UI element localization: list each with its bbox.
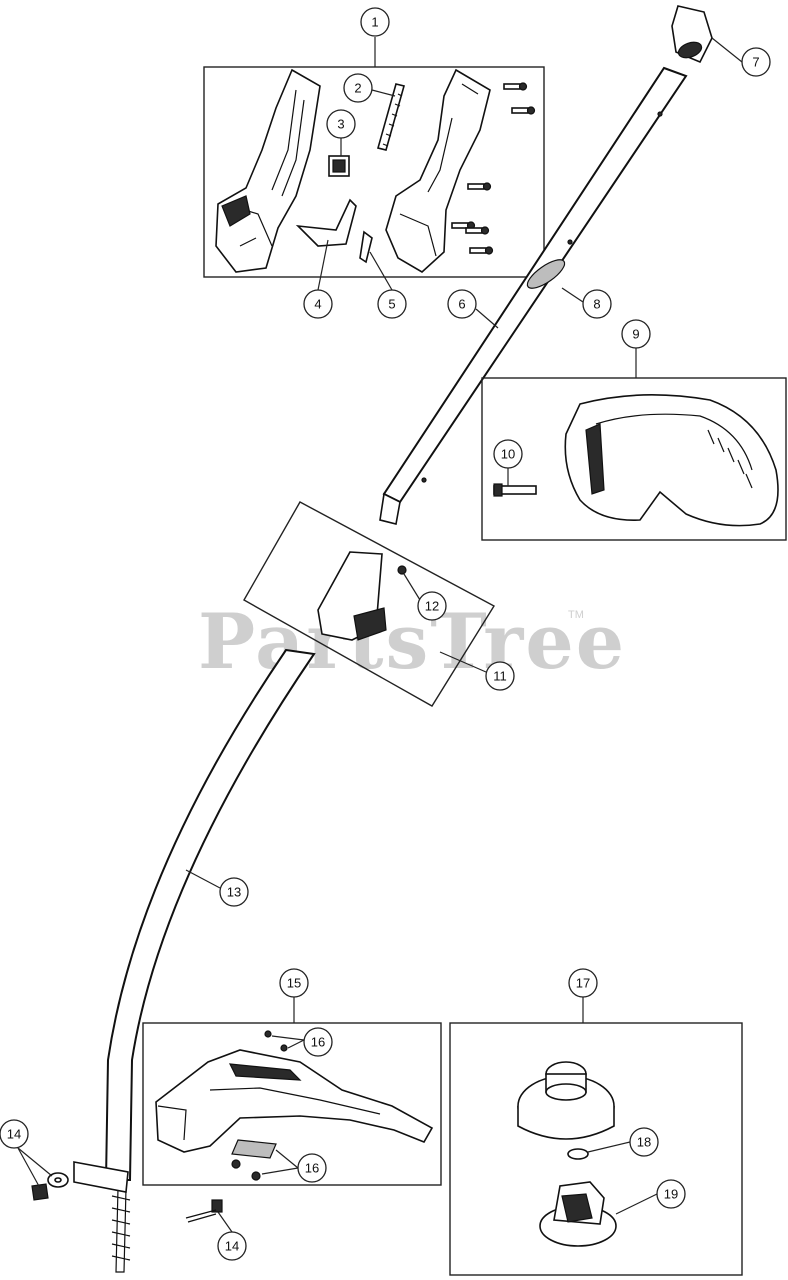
svg-text:2: 2	[354, 81, 361, 96]
svg-text:19: 19	[664, 1187, 678, 1202]
callout-10: 10	[493, 439, 523, 469]
svg-text:14: 14	[225, 1239, 239, 1254]
callout-3: 3	[326, 109, 356, 139]
nut	[31, 1183, 49, 1201]
callout-13: 13	[219, 877, 249, 907]
svg-text:5: 5	[388, 297, 395, 312]
callout-7: 7	[741, 47, 771, 77]
lower-shaft	[104, 648, 316, 1181]
watermark-text: PartsTree	[198, 597, 626, 686]
housing-assembly-group	[203, 66, 545, 278]
trigger-pin	[359, 230, 373, 264]
guard-screw-lower-a	[231, 1159, 241, 1169]
upper-shaft-group	[379, 5, 713, 525]
shaft-clamp	[73, 1161, 129, 1193]
svg-text:16: 16	[311, 1035, 325, 1050]
svg-text:16: 16	[305, 1161, 319, 1176]
callout-18: 18	[629, 1127, 659, 1157]
svg-text:17: 17	[576, 976, 590, 991]
watermark: PartsTree TM	[198, 597, 626, 686]
coupler-knob	[353, 607, 387, 641]
aux-handle-group	[481, 377, 787, 541]
callout-1: 1	[360, 7, 390, 37]
right-housing-half	[385, 68, 491, 273]
callout-11: 11	[485, 661, 515, 691]
guard-top-insert	[228, 1063, 302, 1081]
guard	[155, 1049, 434, 1153]
lower-shaft-group	[31, 648, 316, 1273]
svg-text:18: 18	[637, 1135, 651, 1150]
svg-text:14: 14	[7, 1127, 21, 1142]
coupler-screw	[397, 565, 407, 575]
callout-4: 4	[303, 289, 333, 319]
guard-screw-upper-a	[264, 1030, 272, 1038]
svg-text:4: 4	[314, 297, 321, 312]
callout-14b: 14	[217, 1231, 247, 1261]
callout-12: 12	[417, 591, 447, 621]
guard-group	[142, 1022, 442, 1223]
housing-grip-insert	[221, 195, 251, 227]
svg-text:7: 7	[752, 55, 759, 70]
shaft-end-coupler	[379, 492, 401, 525]
callout-6: 6	[447, 289, 477, 319]
switch-contact	[332, 159, 346, 173]
trimmer-head-box	[449, 1022, 743, 1276]
svg-text:15: 15	[287, 976, 301, 991]
svg-text:6: 6	[458, 297, 465, 312]
guard-blade	[231, 1139, 277, 1159]
svg-text:13: 13	[227, 885, 241, 900]
svg-text:9: 9	[632, 327, 639, 342]
spring	[377, 83, 405, 151]
aux-handle-box	[481, 377, 787, 541]
housing-screws	[451, 82, 536, 255]
callout-15: 15	[279, 968, 309, 998]
guard-box	[142, 1022, 442, 1186]
svg-text:12: 12	[425, 599, 439, 614]
svg-text:8: 8	[593, 297, 600, 312]
left-housing-half	[215, 68, 321, 273]
callout-14a: 14	[0, 1119, 29, 1149]
guard-screw-upper-b	[280, 1044, 288, 1052]
trimmer-head-group	[449, 1022, 743, 1276]
svg-text:10: 10	[501, 447, 515, 462]
guard-bolt-head	[211, 1199, 223, 1213]
callout-19: 19	[656, 1179, 686, 1209]
coupler-box	[243, 501, 495, 707]
callout-16b: 16	[297, 1153, 327, 1183]
watermark-trademark: TM	[568, 609, 584, 621]
coupler-group	[243, 501, 495, 707]
guard-screw-lower-b	[251, 1171, 261, 1181]
svg-text:11: 11	[493, 669, 507, 684]
shaft-collar	[526, 259, 566, 289]
callout-5: 5	[377, 289, 407, 319]
callout-2: 2	[343, 73, 373, 103]
leader-lines	[17, 37, 743, 1233]
aux-handle-grip	[585, 423, 605, 495]
callout-16a: 16	[303, 1027, 333, 1057]
callout-8: 8	[582, 289, 612, 319]
svg-text:1: 1	[371, 15, 378, 30]
trigger	[295, 198, 357, 247]
housing-assembly-box	[203, 66, 545, 278]
svg-text:3: 3	[337, 117, 344, 132]
callout-9: 9	[621, 319, 651, 349]
washer-18	[567, 1148, 589, 1160]
callout-17: 17	[568, 968, 598, 998]
aux-handle	[564, 394, 779, 527]
